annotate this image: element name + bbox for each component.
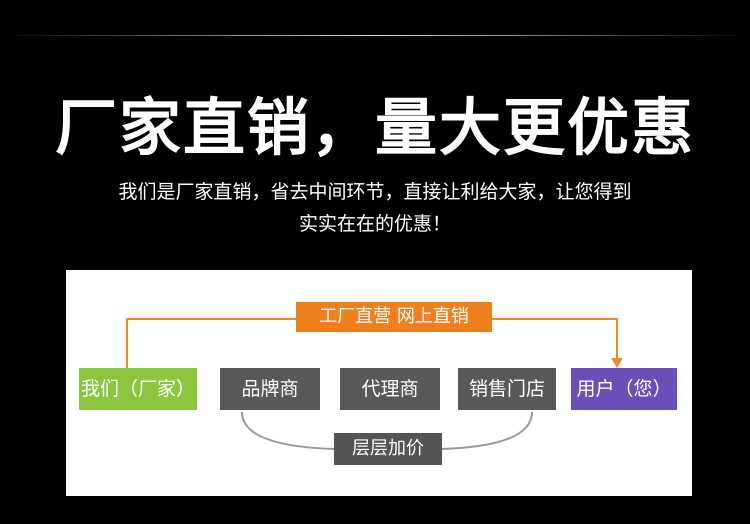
top-divider <box>0 35 750 36</box>
node-retail-store: 销售门店 <box>458 368 556 410</box>
markup-layers-tag: 层层加价 <box>334 433 442 465</box>
direct-route-arrowhead <box>611 358 623 368</box>
flow-diagram-panel: 工厂直营 网上直销 我们（厂家） 品牌商 代理商 销售门店 用户（您） 层层加价 <box>66 270 692 496</box>
markup-curve-line <box>241 411 533 450</box>
subtext-line-2: 实实在在的优惠！ <box>298 213 451 235</box>
subtext-line-1: 我们是厂家直销，省去中间环节，直接让利给大家，让您得到 <box>118 181 632 203</box>
node-manufacturer: 我们（厂家） <box>79 368 197 410</box>
subtext: 我们是厂家直销，省去中间环节，直接让利给大家，让您得到 实实在在的优惠！ <box>95 176 655 240</box>
node-brand-owner: 品牌商 <box>220 368 320 410</box>
headline: 厂家直销，量大更优惠 <box>54 91 695 164</box>
node-agent: 代理商 <box>340 368 440 410</box>
diagram-connectors <box>126 318 623 450</box>
node-user: 用户（您） <box>571 368 677 410</box>
direct-sale-banner: 工厂直营 网上直销 <box>296 302 492 332</box>
direct-route-line <box>126 318 618 368</box>
